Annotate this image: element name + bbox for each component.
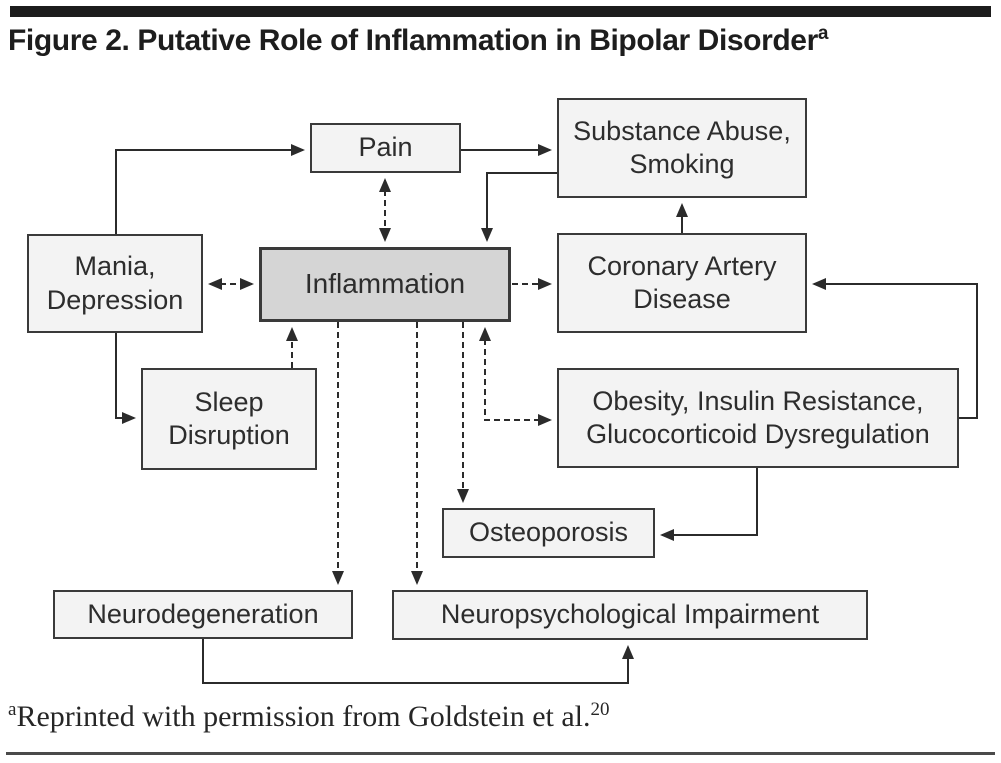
node-osteoporosis: Osteoporosis <box>442 508 655 558</box>
node-neurodegeneration: Neurodegeneration <box>53 590 353 639</box>
node-pain-label: Pain <box>358 132 413 163</box>
node-sleep-disruption-label: Sleep Disruption <box>168 386 290 450</box>
node-obesity-insulin-resistance: Obesity, Insulin Resistance, Glucocortic… <box>557 368 959 468</box>
edge-inflammation-obesity <box>479 327 552 426</box>
edge-mania-to-pain <box>115 144 305 234</box>
node-inflammation: Inflammation <box>259 247 511 322</box>
edge-substance-to-inflammation <box>481 172 557 242</box>
edge-mania-to-sleep <box>115 333 136 424</box>
edge-neurodegeneration-to-neuropsych <box>202 639 634 684</box>
edge-obesity-to-osteoporosis <box>660 468 758 541</box>
node-neuropsychological-impairment: Neuropsychological Impairment <box>392 590 868 640</box>
edge-obesity-to-cad <box>812 278 978 419</box>
footnote: aReprinted with permission from Goldstei… <box>8 700 610 734</box>
node-osteoporosis-label: Osteoporosis <box>468 517 629 548</box>
title-rule-bar <box>10 6 991 17</box>
node-mania-depression: Mania, Depression <box>27 234 203 333</box>
node-neurodegeneration-label: Neurodegeneration <box>87 598 319 629</box>
node-inflammation-label: Inflammation <box>304 268 466 300</box>
node-pain: Pain <box>310 123 461 173</box>
figure-title: Figure 2. Putative Role of Inflammation … <box>8 24 993 58</box>
node-sleep-disruption: Sleep Disruption <box>141 368 317 470</box>
node-coronary-artery-disease: Coronary Artery Disease <box>557 233 807 333</box>
node-obesity-label: Obesity, Insulin Resistance, Glucocortic… <box>586 385 930 449</box>
node-neuropsychological-impairment-label: Neuropsychological Impairment <box>440 599 820 630</box>
footnote-text: Reprinted with permission from Goldstein… <box>16 700 591 733</box>
node-mania-depression-label: Mania, Depression <box>46 251 184 315</box>
footnote-superscript-ref: 20 <box>590 699 610 720</box>
figure-title-text: Figure 2. Putative Role of Inflammation … <box>8 24 818 57</box>
node-substance-abuse-label: Substance Abuse, Smoking <box>573 115 791 179</box>
footnote-superscript-lead: a <box>8 699 17 720</box>
figure-title-superscript: a <box>817 23 829 44</box>
node-coronary-artery-disease-label: Coronary Artery Disease <box>587 250 777 314</box>
bottom-rule <box>6 752 995 755</box>
node-substance-abuse: Substance Abuse, Smoking <box>557 98 807 198</box>
